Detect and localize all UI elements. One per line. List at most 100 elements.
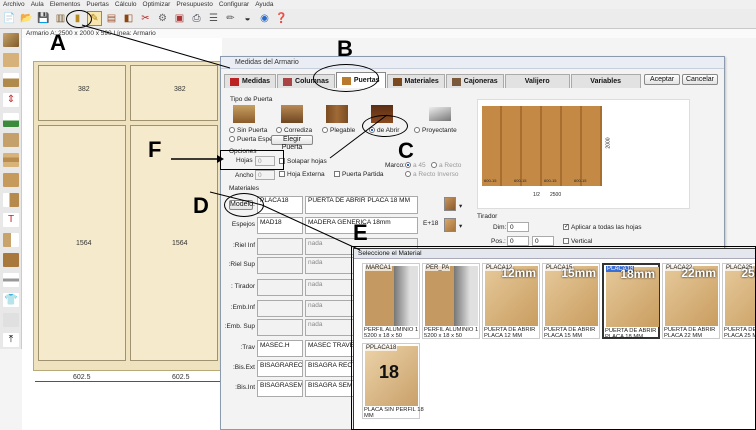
- tab-medidas[interactable]: Medidas: [224, 74, 277, 88]
- handle-dim-input[interactable]: 0: [507, 222, 529, 232]
- material-row-code[interactable]: [257, 257, 303, 274]
- handle-pos-input-2[interactable]: 0: [532, 236, 554, 246]
- puerta-partida-checkbox[interactable]: Puerta Partida: [334, 171, 384, 178]
- bottom-left-door[interactable]: [38, 125, 126, 361]
- menu-item[interactable]: Aula: [30, 1, 44, 8]
- material-row-code[interactable]: [257, 279, 303, 296]
- tab-materiales[interactable]: Materiales: [386, 74, 445, 88]
- menu-item[interactable]: Presupuesto: [176, 1, 213, 8]
- hojas-input[interactable]: 0: [255, 156, 275, 166]
- menu-item[interactable]: Configurar: [218, 1, 250, 8]
- list-icon[interactable]: ☰: [209, 12, 218, 24]
- material-icon[interactable]: ◧: [123, 12, 134, 24]
- handle-pos-input[interactable]: 0: [507, 236, 529, 246]
- wardrobe-drawing[interactable]: 382 382 1564 1564: [33, 61, 223, 371]
- radio-puerta-especial[interactable]: Puerta Especial: [229, 136, 283, 143]
- top-left-compartment[interactable]: [38, 65, 126, 121]
- espejos-swatch[interactable]: [444, 218, 456, 232]
- material-row-code[interactable]: [257, 238, 303, 255]
- red-handle-icon[interactable]: T: [3, 213, 19, 227]
- shelf-icon[interactable]: [3, 53, 19, 67]
- radio-proyectante[interactable]: Proyectante: [414, 127, 457, 134]
- save-icon[interactable]: 💾: [37, 12, 50, 24]
- top-right-compartment[interactable]: [130, 65, 218, 121]
- tab-variables[interactable]: Variables: [570, 74, 641, 88]
- radio-marco-recto[interactable]: a Recto: [431, 162, 461, 169]
- radio-corrediza[interactable]: Corrediza: [276, 127, 312, 134]
- radio-sin-puerta[interactable]: Sin Puerta: [229, 127, 267, 134]
- wood-block-icon[interactable]: [3, 253, 19, 267]
- choose-door-button[interactable]: Elegir Puerta: [271, 135, 313, 151]
- new-file-icon[interactable]: 📄: [3, 12, 16, 24]
- shirt-icon[interactable]: 👕: [3, 293, 19, 307]
- door-projecting-thumb[interactable]: [429, 107, 451, 121]
- columns-icon[interactable]: ▥: [55, 12, 66, 24]
- layers-icon[interactable]: [3, 153, 19, 167]
- door-sliding-thumb[interactable]: [281, 105, 303, 123]
- model-dropdown-icon[interactable]: ▾: [459, 203, 463, 210]
- green-tray-icon[interactable]: [3, 113, 19, 127]
- menu-item[interactable]: Ayuda: [255, 1, 274, 8]
- menu-item[interactable]: Optimizar: [142, 1, 171, 8]
- tab-label: Columnas: [295, 77, 329, 85]
- split-arrow-icon[interactable]: ⇕: [3, 93, 19, 107]
- material-card[interactable]: PLACA2525mmPUERTA DE ABRIR PLACA 25 MM: [722, 263, 756, 339]
- plank-icon[interactable]: [3, 73, 19, 87]
- menu-item[interactable]: Elementos: [49, 1, 81, 8]
- material-row-code[interactable]: [257, 319, 303, 336]
- pencil-icon[interactable]: ✏: [226, 12, 235, 24]
- menu-item[interactable]: Cálculo: [114, 1, 137, 8]
- cancel-button[interactable]: Cancelar: [682, 74, 718, 85]
- model-desc-field[interactable]: PUERTA DE ABRIR PLACA 18 MM: [305, 196, 418, 214]
- door-folding-thumb[interactable]: [326, 105, 348, 123]
- cart-icon[interactable]: ▣: [174, 12, 185, 24]
- panel-side-icon[interactable]: [3, 193, 19, 207]
- radio-marco-45[interactable]: a 45: [405, 162, 426, 169]
- up-arrow-icon[interactable]: ⤒: [3, 333, 19, 347]
- menu-item[interactable]: Archivo: [3, 1, 25, 8]
- vertical-checkbox[interactable]: Vertical: [563, 238, 592, 245]
- bottom-right-door[interactable]: [130, 125, 218, 361]
- hanger-rod-icon[interactable]: [3, 313, 19, 327]
- solapar-checkbox[interactable]: Solapar hojas: [279, 158, 327, 165]
- open-folder-icon[interactable]: 📂: [20, 12, 33, 24]
- apply-all-checkbox[interactable]: Aplicar a todas las hojas: [563, 223, 641, 231]
- preview-door-panel[interactable]: [482, 106, 602, 186]
- globe-icon[interactable]: ◉: [260, 12, 269, 24]
- model-swatch[interactable]: [444, 197, 456, 211]
- tab-valijero[interactable]: Valijero: [504, 74, 570, 88]
- calc-icon[interactable]: ✂: [141, 12, 150, 24]
- material-row-code[interactable]: MASEC.H: [257, 340, 303, 357]
- annotation-c: C: [398, 138, 414, 163]
- drawer-unit-icon[interactable]: [3, 173, 19, 187]
- drawer-icon[interactable]: ▤: [106, 12, 117, 24]
- board-icon[interactable]: [3, 33, 19, 47]
- material-row-code[interactable]: [257, 300, 303, 317]
- rail-icon[interactable]: [3, 273, 19, 287]
- optimize-icon[interactable]: ⚙: [158, 12, 167, 24]
- material-row-code[interactable]: MAD18: [257, 217, 303, 234]
- stack-icon[interactable]: [3, 133, 19, 147]
- printer-icon[interactable]: ⎙: [192, 12, 201, 24]
- espejos-dropdown-icon[interactable]: ▾: [459, 223, 463, 230]
- help-icon[interactable]: ❓: [275, 12, 288, 24]
- radio-plegable[interactable]: Plegable: [322, 127, 355, 134]
- menu-item[interactable]: Puertas: [86, 1, 109, 8]
- gauge-icon[interactable]: ◒: [244, 12, 251, 24]
- accept-button[interactable]: Aceptar: [644, 74, 680, 85]
- hoja-externa-checkbox[interactable]: Hoja Externa: [279, 171, 325, 178]
- radio-marco-recto-inverso[interactable]: a Recto Inverso: [405, 171, 459, 178]
- half-panel-icon[interactable]: [3, 233, 19, 247]
- tab-cajoneras[interactable]: Cajoneras: [445, 74, 504, 88]
- ancho-input[interactable]: 0: [255, 170, 275, 180]
- door-none-thumb[interactable]: [233, 105, 255, 123]
